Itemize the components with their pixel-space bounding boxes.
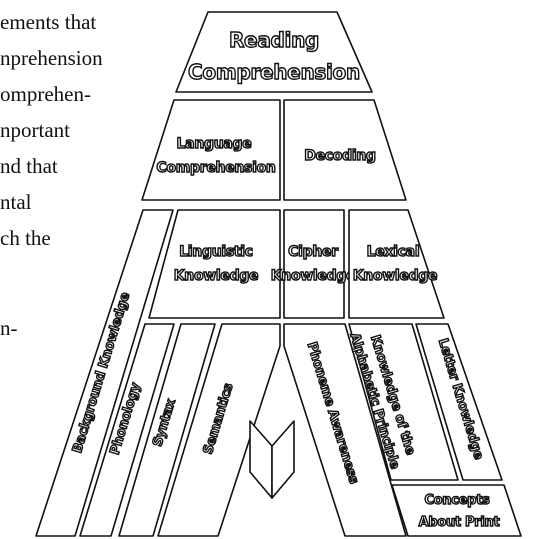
cipher-knowledge-box: Cipher Knowledge xyxy=(270,209,356,319)
open-book-icon xyxy=(249,420,295,499)
background-knowledge-box: Background Knowledge xyxy=(35,209,174,537)
body-text-fragment: ements that nprehension omprehen- nporta… xyxy=(0,0,160,400)
language-comprehension-label-2: Comprehension xyxy=(156,160,275,176)
linguistic-knowledge-box: Linguistic Knowledge xyxy=(148,209,281,319)
linguistic-knowledge-label-2: Knowledge xyxy=(174,268,259,284)
text-line: n- xyxy=(0,316,18,340)
language-comprehension-box: Language Comprehension xyxy=(141,99,281,201)
reading-comprehension-label-1: Reading xyxy=(229,28,319,52)
syntax-box: Syntax xyxy=(118,323,216,537)
decoding-box: Decoding xyxy=(283,99,407,201)
language-comprehension-label-1: Language xyxy=(177,136,252,152)
concepts-about-print-label-1: Concepts xyxy=(424,493,490,508)
text-line: nd that xyxy=(0,154,58,178)
decoding-label: Decoding xyxy=(304,148,375,164)
concepts-about-print-box: Concepts About Print xyxy=(391,484,522,537)
text-line: nportant xyxy=(0,118,70,142)
cipher-knowledge-label-2: Knowledge xyxy=(271,268,356,284)
linguistic-knowledge-label-1: Linguistic xyxy=(179,244,253,260)
text-line: nprehension xyxy=(0,46,103,70)
lexical-knowledge-box: Lexical Knowledge xyxy=(348,209,445,319)
text-line: omprehen- xyxy=(0,82,91,106)
reading-comprehension-label-2: Comprehension xyxy=(188,60,360,84)
reading-comprehension-box: Reading Comprehension xyxy=(175,11,373,93)
semantics-box: Semantics xyxy=(157,323,281,537)
lexical-knowledge-label-2: Knowledge xyxy=(353,268,438,284)
text-line: ntal xyxy=(0,190,32,214)
cipher-knowledge-label-1: Cipher xyxy=(288,244,338,260)
concepts-about-print-label-2: About Print xyxy=(419,515,500,530)
text-line: ch the xyxy=(0,226,51,250)
lexical-knowledge-label-1: Lexical xyxy=(367,244,420,260)
text-line: ements that xyxy=(0,10,97,34)
